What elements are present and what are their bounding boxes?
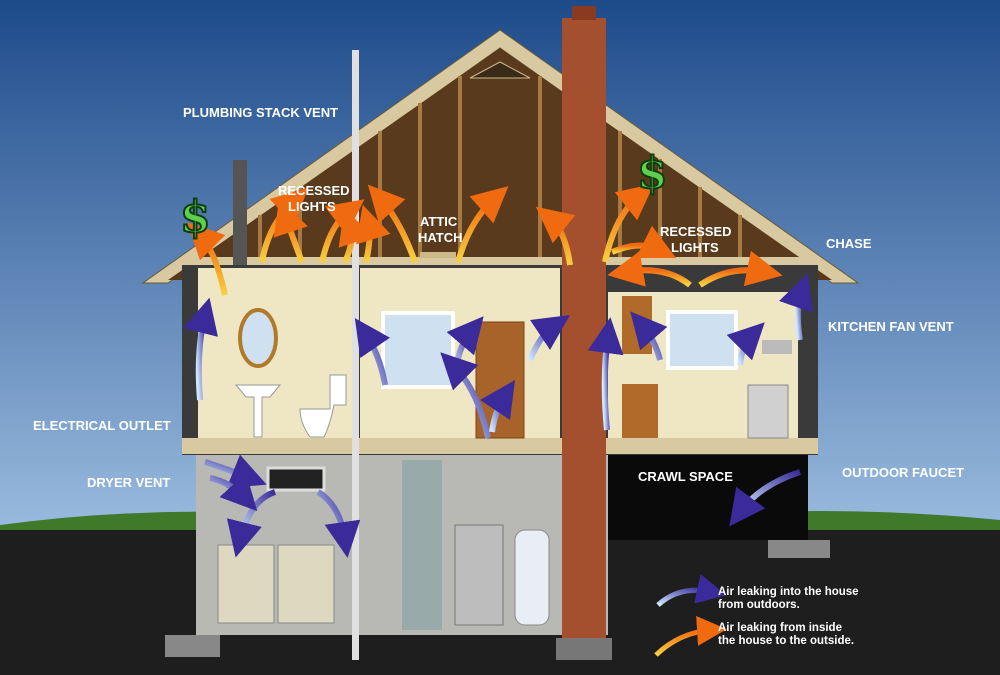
inward-arrow [527, 315, 570, 362]
inward-arrow [440, 352, 491, 439]
stove [747, 384, 789, 439]
gable-vent [469, 61, 531, 79]
label-plumbing-stack-vent: PLUMBING STACK VENT [183, 105, 338, 120]
inward-arrow [480, 380, 515, 433]
outward-arrow [455, 186, 509, 263]
legend-inward-text-2: from outdoors. [718, 599, 800, 611]
inward-air-arrows [183, 273, 814, 558]
outward-arrow [610, 225, 677, 259]
crawl-space [608, 455, 808, 540]
inward-arrow [729, 469, 801, 527]
inward-arrow [209, 472, 258, 512]
money-icon: $ [637, 148, 668, 199]
label-chase: CHASE [826, 236, 872, 251]
label-recessed-lights-right-2: LIGHTS [671, 240, 719, 255]
range-hood [762, 340, 792, 354]
mirror [238, 308, 278, 368]
outward-arrow [356, 204, 391, 263]
legend-inward-arrow-icon [656, 574, 727, 607]
label-kitchen-fan-vent: KITCHEN FAN VENT [828, 319, 954, 334]
inward-arrow [183, 297, 218, 401]
legend-outward-text-2: the house to the outside. [718, 635, 854, 647]
label-electrical-outlet: ELECTRICAL OUTLET [33, 418, 171, 433]
footing-right [768, 540, 830, 558]
water-heater [514, 529, 550, 626]
outward-arrow [338, 207, 373, 264]
label-dryer-vent: DRYER VENT [87, 475, 170, 490]
plumbing-stack-pipe [352, 50, 359, 660]
roof-vent-stack [233, 160, 247, 265]
chimney-footing [556, 638, 612, 660]
outward-arrow [535, 206, 576, 266]
legend-outward-arrow-icon [654, 615, 727, 657]
inward-arrow [630, 311, 668, 361]
floor [182, 438, 818, 454]
inward-arrow [779, 273, 814, 341]
inward-arrow [354, 318, 391, 386]
cabinet-lower [622, 384, 658, 438]
label-crawl-space: CRAWL SPACE [638, 469, 733, 484]
outward-arrow [607, 251, 692, 288]
inward-arrow [726, 322, 765, 366]
legend: Air leaking into the house from outdoors… [654, 574, 859, 657]
ceiling-beam [190, 257, 810, 267]
toilet [299, 374, 347, 438]
label-recessed-lights-right: RECESSED [660, 224, 732, 239]
legend-outward-text: Air leaking from inside [718, 622, 842, 634]
dryer [217, 544, 275, 624]
basement-window [266, 466, 326, 492]
money-icon: $ [180, 192, 211, 243]
inward-arrow [587, 317, 624, 431]
label-attic-hatch-2: HATCH [418, 230, 463, 245]
outward-arrow [273, 197, 308, 264]
window-living [381, 311, 455, 389]
cabinet-upper [622, 296, 652, 354]
outward-air-arrows [187, 183, 783, 296]
duct [402, 460, 442, 630]
label-attic-hatch: ATTIC [420, 214, 458, 229]
window-kitchen [666, 310, 738, 370]
footing-left [165, 635, 220, 657]
sink [234, 384, 282, 438]
label-outdoor-faucet: OUTDOOR FAUCET [842, 465, 964, 480]
legend-inward-text: Air leaking into the house [718, 586, 859, 598]
washer [277, 544, 335, 624]
outward-arrow [602, 183, 655, 263]
chimney-cap [572, 6, 596, 20]
outward-arrow [698, 250, 783, 288]
inward-arrow [316, 489, 361, 558]
label-recessed-lights-left: RECESSED [278, 183, 350, 198]
label-recessed-lights-left-2: LIGHTS [288, 199, 336, 214]
furnace [454, 524, 504, 626]
attic-hatch [420, 252, 456, 258]
chimney [562, 18, 606, 658]
outward-arrow [187, 222, 228, 296]
outward-arrow [367, 184, 418, 264]
